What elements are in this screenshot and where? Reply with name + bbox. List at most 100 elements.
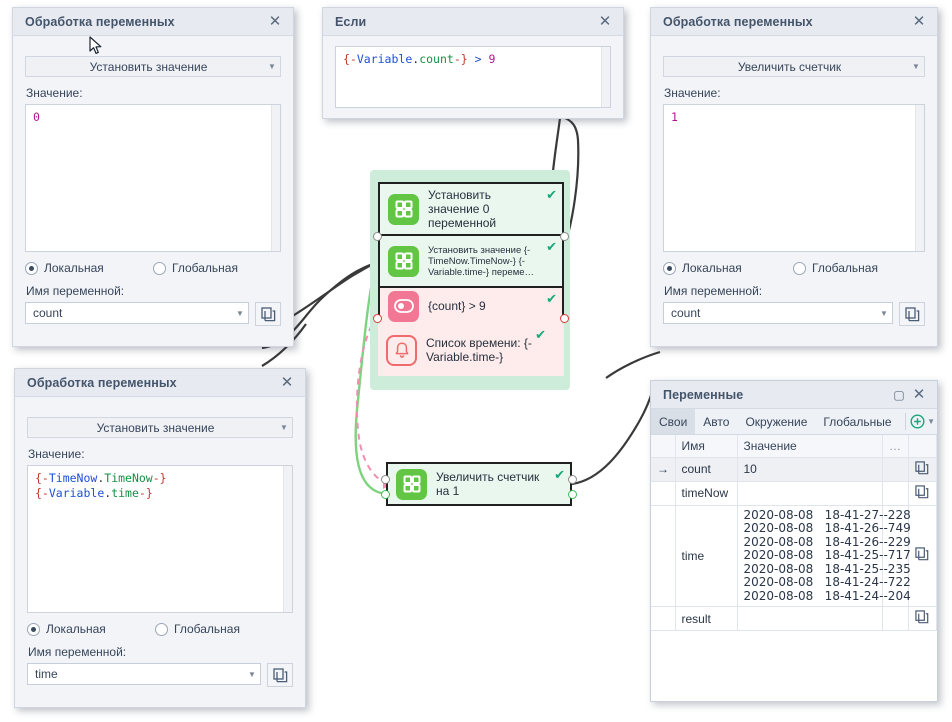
row-copy-button[interactable] (908, 457, 937, 482)
flow-node[interactable]: Установить значение {-TimeNow.TimeNow-} … (380, 236, 562, 288)
divider (904, 413, 906, 430)
dialog-set-value-time[interactable]: Обработка переменных ✕ Установить значен… (14, 368, 306, 708)
flow-node-increase-counter[interactable]: Увеличить счетчик на 1 ✔ (381, 462, 577, 506)
dialog-if-condition[interactable]: Если ✕ {-Variable.count-} > 9 (322, 7, 624, 119)
bell-icon (386, 334, 417, 366)
scrollbar[interactable] (283, 466, 292, 612)
close-icon[interactable]: ✕ (268, 13, 282, 30)
value-textarea[interactable]: 1 (663, 104, 925, 252)
variable-name-label: Имя переменной: (664, 284, 763, 298)
radio-local[interactable]: Локальная (663, 261, 793, 275)
flow-node-label: {count} > 9 (428, 299, 486, 313)
chevron-down-icon[interactable]: ▼ (927, 417, 935, 426)
radio-global[interactable]: Глобальная (793, 261, 878, 275)
radio-local-label: Локальная (682, 261, 742, 275)
expr-number: 9 (488, 52, 496, 66)
close-icon[interactable]: ✕ (280, 374, 294, 391)
table-row[interactable]: → count 10 (651, 457, 937, 482)
dialog-titlebar[interactable]: Обработка переменных ✕ (651, 8, 937, 36)
scrollbar[interactable] (601, 47, 610, 107)
action-dropdown[interactable]: Увеличить счетчик ▼ (663, 56, 925, 77)
tab-svoi[interactable]: Свои (651, 409, 696, 434)
close-icon[interactable]: ✕ (598, 13, 612, 30)
condition-true-port[interactable] (560, 314, 569, 323)
row-copy-button[interactable] (908, 606, 937, 631)
expr-close: -} (152, 471, 167, 485)
col-copy (908, 435, 937, 458)
expr-namespace: Variable (356, 52, 413, 66)
status-check-icon: ✔ (546, 239, 557, 254)
row-marker (651, 505, 676, 607)
table-row[interactable]: time 2020-08-08 18-41-27--228 2020-08-08… (651, 505, 937, 607)
copy-icon (915, 484, 929, 498)
scrollbar[interactable] (271, 105, 280, 251)
tab-avto[interactable]: Авто (695, 409, 737, 434)
flow-node[interactable]: {count} > 9 ✔ (380, 288, 562, 324)
add-circle-icon[interactable] (910, 409, 925, 434)
dialog-titlebar[interactable]: Если ✕ (323, 8, 623, 36)
copy-icon (915, 610, 929, 624)
node-output-port[interactable] (568, 475, 577, 484)
flow-node[interactable]: Установить значение 0 переменной ✔ (380, 184, 562, 236)
table-row[interactable]: timeNow (651, 481, 937, 506)
variable-name-label: Имя переменной: (28, 645, 127, 659)
variable-name-dropdown[interactable]: count ▼ (25, 302, 249, 324)
node-input-port[interactable] (373, 232, 382, 241)
dialog-titlebar[interactable]: Обработка переменных ✕ (15, 369, 305, 397)
close-icon[interactable]: ✕ (912, 13, 926, 30)
row-marker (651, 606, 676, 631)
scrollbar[interactable] (915, 105, 924, 251)
dialog-titlebar[interactable]: Обработка переменных ✕ (13, 8, 293, 36)
col-value: Значение (737, 435, 883, 458)
row-copy-button[interactable] (908, 505, 937, 607)
dialog-set-value-count[interactable]: Обработка переменных ✕ Установить значен… (12, 7, 294, 347)
tab-label: Свои (659, 414, 688, 429)
condition-false-port[interactable] (373, 314, 382, 323)
radio-local[interactable]: Локальная (25, 261, 153, 275)
action-dropdown-value: Установить значение (89, 59, 208, 74)
row-extra (882, 481, 909, 506)
copy-button[interactable] (899, 302, 925, 326)
radio-global[interactable]: Глобальная (153, 261, 238, 275)
radio-local[interactable]: Локальная (27, 622, 155, 636)
col-extra: … (882, 435, 909, 458)
row-copy-button[interactable] (908, 481, 937, 506)
maximize-icon[interactable]: ▢ (893, 387, 905, 402)
chevron-down-icon: ▼ (268, 62, 276, 71)
value-textarea[interactable]: {-TimeNow.TimeNow-}{-Variable.time-} (27, 465, 293, 613)
variable-name-dropdown[interactable]: count ▼ (663, 302, 893, 324)
tab-okruzhenie[interactable]: Окружение (737, 409, 815, 434)
node-loop-port[interactable] (381, 490, 390, 499)
action-dropdown[interactable]: Установить значение ▼ (25, 56, 281, 77)
variable-name-dropdown[interactable]: time ▼ (27, 663, 261, 685)
copy-button[interactable] (255, 302, 281, 326)
chevron-down-icon: ▼ (880, 308, 888, 318)
variables-panel[interactable]: Переменные ▢ ✕ Свои Авто Окружение Глоба… (650, 380, 938, 702)
value-text: 0 (33, 110, 40, 124)
status-check-icon: ✔ (554, 467, 565, 482)
grid-icon (388, 193, 419, 225)
close-icon[interactable]: ✕ (912, 386, 926, 403)
value-textarea[interactable]: 0 (25, 104, 281, 252)
row-name: timeNow (675, 481, 738, 506)
flow-node[interactable]: Список времени: {-Variable.time-} ✔ (378, 324, 564, 376)
radio-global[interactable]: Глобальная (155, 622, 240, 636)
node-output-port[interactable] (560, 232, 569, 241)
flow-node-label: Установить значение 0 переменной (428, 188, 497, 230)
value-label: Значение: (28, 447, 85, 461)
node-input-port[interactable] (381, 475, 390, 484)
copy-icon (904, 306, 919, 321)
tab-globalnye[interactable]: Глобальные (815, 409, 899, 434)
condition-textarea[interactable]: {-Variable.count-} > 9 (335, 46, 611, 108)
node-output-port-2[interactable] (568, 490, 577, 499)
action-dropdown[interactable]: Установить значение ▼ (27, 417, 293, 438)
flow-node-label: Список времени: {-Variable.time-} (426, 336, 532, 364)
panel-titlebar[interactable]: Переменные ▢ ✕ (651, 381, 937, 409)
dialog-increase-counter[interactable]: Обработка переменных ✕ Увеличить счетчик… (650, 7, 938, 347)
copy-button[interactable] (267, 663, 293, 687)
expr-open: {- (35, 486, 49, 500)
expr-dot: . (104, 486, 112, 500)
table-row[interactable]: result (651, 606, 937, 631)
expr-namespace: Variable (48, 486, 105, 500)
